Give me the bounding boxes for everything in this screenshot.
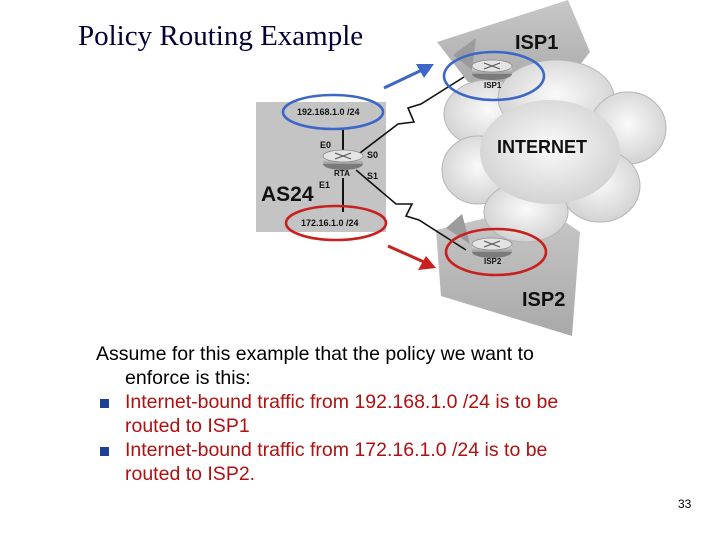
square-bullet-icon (100, 447, 109, 456)
as24-region (256, 102, 386, 232)
router-rta-label: RTA (334, 169, 350, 178)
interface-s0-label: S0 (367, 150, 378, 160)
as24-label: AS24 (261, 183, 314, 206)
square-bullet-icon (100, 399, 109, 408)
blue-arrow-icon (383, 64, 434, 90)
bullet-1-line-2: routed to ISP1 (125, 415, 250, 437)
intro-line-2: enforce is this: (125, 367, 251, 389)
bullet-2-line-1: Internet-bound traffic from 172.16.1.0 /… (125, 439, 548, 461)
internet-cloud (441, 59, 667, 243)
slide-title: Policy Routing Example (78, 20, 364, 52)
network-192-highlight (281, 93, 385, 131)
interface-e0-label: E0 (320, 140, 331, 150)
router-isp1-icon (471, 59, 513, 80)
isp2-router-highlight (444, 227, 548, 277)
interface-e1-label: E1 (319, 180, 330, 190)
red-arrow-icon (387, 244, 436, 270)
interface-s1-label: S1 (367, 171, 378, 181)
router-isp2-label: ISP2 (484, 257, 502, 266)
network-172-label: 172.16.1.0 /24 (301, 218, 359, 228)
bullet-item-2: Internet-bound traffic from 172.16.1.0 /… (96, 438, 696, 462)
isp1-router-highlight (442, 50, 546, 102)
bullet-2-line-2: routed to ISP2. (125, 463, 256, 485)
gray-arrow-isp1 (453, 38, 476, 70)
serial-link-isp2 (355, 169, 467, 251)
bullet-item-1: Internet-bound traffic from 192.168.1.0 … (96, 390, 696, 414)
router-isp1-label: ISP1 (484, 81, 502, 90)
gray-arrow-isp2 (446, 214, 470, 244)
router-isp2-icon (471, 237, 513, 258)
isp2-label: ISP2 (522, 289, 565, 311)
isp1-label: ISP1 (515, 32, 558, 54)
page-number: 33 (678, 497, 692, 511)
policy-description: Assume for this example that the policy … (96, 342, 696, 486)
internet-label: INTERNET (497, 137, 587, 157)
serial-link-isp1 (355, 76, 465, 157)
network-192-label: 192.168.1.0 /24 (297, 107, 360, 117)
network-172-highlight (284, 204, 388, 242)
router-rta-icon (322, 149, 364, 170)
intro-line-1: Assume for this example that the policy … (96, 343, 534, 365)
bullet-1-line-1: Internet-bound traffic from 192.168.1.0 … (125, 391, 559, 413)
